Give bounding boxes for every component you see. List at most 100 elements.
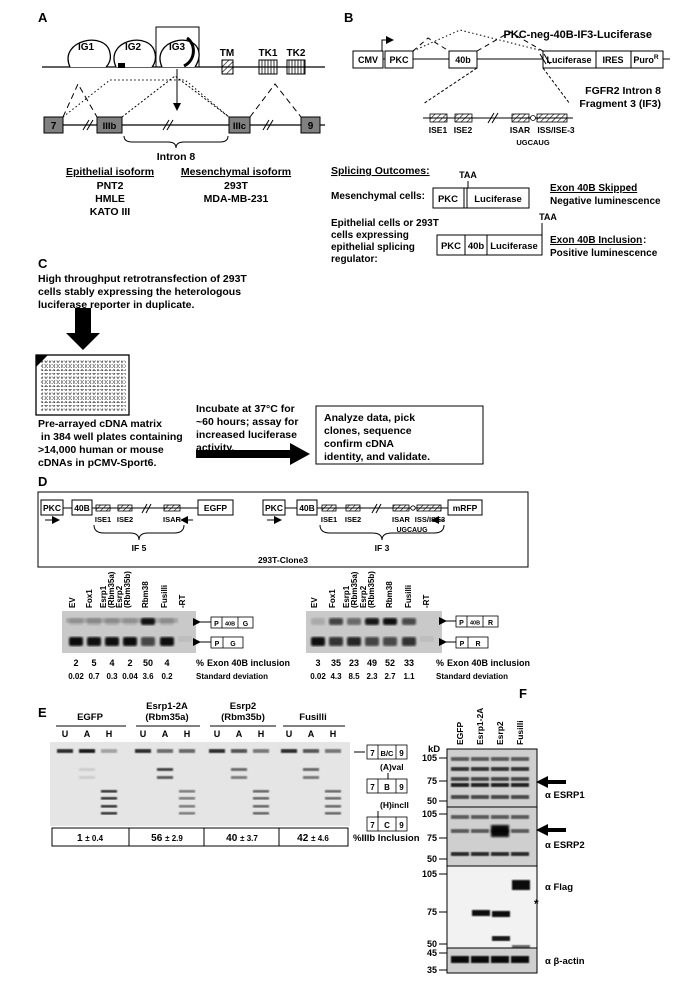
f-band-actin	[491, 956, 509, 963]
e-band-aval-cut	[79, 768, 95, 771]
exon-40b-inclusion-value: 3	[315, 658, 320, 668]
gel-band-rt	[420, 636, 434, 642]
exon-40b-inclusion-value: 33	[404, 658, 414, 668]
e-lane-label-u: U	[140, 729, 147, 739]
e-band-aval-cut	[79, 776, 95, 779]
standard-deviation-value: 2.3	[366, 672, 378, 681]
gel-band-skipping	[69, 637, 83, 646]
skip-desc: Negative luminescence	[550, 196, 661, 207]
d-left-if: IF 5	[132, 543, 147, 553]
gel-band-skipping	[105, 637, 119, 646]
outcome-epithelial-line-2: cells expressing	[331, 230, 409, 241]
e-product-bot-7: 7	[370, 821, 375, 830]
e-band-hincll-cut	[253, 805, 269, 808]
e-band-aval-uncut	[231, 749, 247, 753]
motif-ugcaug: UGCAUG	[516, 138, 549, 147]
e-lane-label-a: A	[236, 729, 243, 739]
epithelial-line-3: KATO III	[90, 206, 131, 218]
mesenchymal-line-1: 293T	[224, 180, 249, 192]
gel-band-skipping	[311, 637, 325, 646]
e-band-hincll-cut	[101, 812, 117, 815]
e-band-uncut	[135, 749, 151, 753]
f-band-esrp2	[511, 852, 529, 856]
exon-40b-inclusion-value: 35	[331, 658, 341, 668]
taa-epithelial: TAA	[539, 212, 557, 222]
e-band-aval-cut	[231, 768, 247, 771]
e-iiib-inclusion: 1 ± 0.4	[77, 833, 104, 844]
e-band-hincll-cut	[179, 790, 195, 793]
d-right-lane-rbm38: Rbm38	[385, 581, 394, 608]
box-ires: IRES	[602, 55, 623, 65]
e-iiib-inclusion: 40 ± 3.7	[226, 833, 258, 844]
d-left-lane-esrp1: Esrp1	[99, 585, 108, 608]
e-product-bot-c: C	[384, 821, 390, 830]
f-marker-105: 105	[422, 809, 437, 819]
gel-band-skipping	[123, 637, 137, 646]
panel-a-letter: A	[38, 10, 48, 25]
f-lane-label: EGFP	[455, 722, 465, 745]
d-right-gel: EV Fox1 Esrp1 (Rbm35a) Esrp2 (Rbm35b) Rb…	[306, 571, 530, 681]
panel-a: A IG1 IG2 IG3 TM TK1 TK2 7 IIIb IIIc	[38, 10, 325, 218]
gel-band-inclusion	[123, 618, 137, 625]
domain-ig2: IG2	[125, 42, 142, 53]
epithelial-line-2: HMLE	[95, 193, 125, 205]
e-group-esrp1-alias: (Rbm35a)	[145, 712, 188, 723]
d-right-inclusion-label: Exon 40B inclusion	[447, 658, 530, 668]
e-lane-label-u: U	[286, 729, 293, 739]
f-label-flag: α Flag	[545, 882, 573, 893]
e-band-hincll-cut	[253, 790, 269, 793]
panel-c-letter: C	[38, 256, 48, 271]
gel-band-inclusion	[311, 618, 325, 625]
exon-40b-inclusion-value: 2	[73, 658, 78, 668]
gel-band-inclusion	[160, 618, 174, 625]
e-product-bot-9: 9	[399, 821, 404, 830]
f-band-esrp1	[471, 767, 489, 771]
gel-band-inclusion	[383, 618, 397, 625]
outcome-mes-luc: Luciferase	[474, 194, 522, 205]
e-iiib-error: ± 0.4	[85, 834, 103, 843]
d-left-lane-ev: EV	[68, 597, 77, 608]
domain-tk1: TK1	[259, 48, 278, 59]
e-product-mid-9: 9	[399, 783, 404, 792]
gel-band-inclusion	[141, 618, 155, 625]
outcome-epi-luc: Luciferase	[490, 241, 538, 252]
f-band-esrp1	[491, 783, 509, 787]
f-kd-label: kD	[428, 744, 440, 755]
analyze-line-4: identity, and validate.	[324, 451, 430, 463]
exon-7: 7	[51, 121, 57, 132]
element-isar: ISAR	[510, 125, 530, 135]
d-left-sd-label: Standard deviation	[196, 672, 268, 681]
e-unit-label: %IIIb Inclusion	[353, 833, 420, 844]
d-left-lane-fox1: Fox1	[85, 589, 94, 608]
f-band-esrp1	[491, 795, 509, 799]
epithelial-line-1: PNT2	[97, 180, 124, 192]
box-40b: 40b	[455, 55, 471, 65]
d-left-band-upper-40b: 40B	[225, 622, 235, 628]
e-iiib-value: 56	[151, 833, 165, 844]
f-band-esrp2	[511, 815, 529, 819]
f-band-esrp2	[491, 852, 509, 856]
exon-40b-inclusion-value: 5	[91, 658, 96, 668]
taa-mesenchymal: TAA	[459, 170, 477, 180]
f-lane-label: Fusilli	[515, 720, 525, 745]
analyze-line-1: Analyze data, pick	[324, 412, 415, 424]
e-product-top-9: 9	[399, 749, 404, 758]
d-right-pct: %	[436, 658, 444, 668]
gel-band-skipping	[87, 637, 101, 646]
d-left-band-upper-g: G	[243, 621, 249, 628]
f-lane-label: Esrp2	[495, 721, 505, 745]
screen-text-line-3: luciferase reporter in duplicate.	[38, 299, 194, 311]
exon-iiib: IIIb	[103, 121, 117, 132]
incubate-line-3: increased luciferase	[196, 429, 297, 441]
e-lane-label-u: U	[62, 729, 69, 739]
exon-40b-inclusion-value: 52	[385, 658, 395, 668]
standard-deviation-value: 1.1	[403, 672, 415, 681]
f-band-esrp1	[451, 795, 469, 799]
d-left-pkc: PKC	[43, 503, 61, 513]
f-band-esrp1	[451, 777, 469, 781]
domain-ig3: IG3	[169, 42, 186, 53]
box-puro: PuroR	[633, 54, 659, 65]
standard-deviation-value: 0.7	[88, 672, 100, 681]
d-right-band-lower-p: P	[460, 641, 465, 648]
f-band-esrp2-strong	[491, 825, 509, 837]
